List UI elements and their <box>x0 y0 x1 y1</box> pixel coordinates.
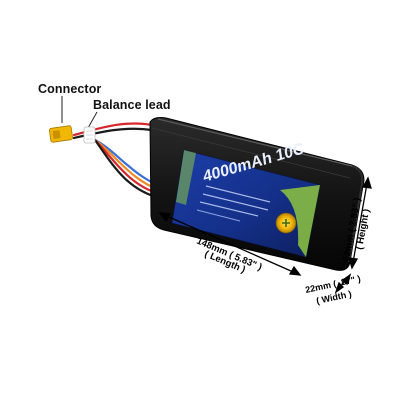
balance-lead-callout: Balance lead <box>93 98 171 112</box>
battery-label <box>171 149 321 258</box>
connector-callout: Connector <box>38 82 102 96</box>
callout-leaders <box>61 96 98 129</box>
xt-connector <box>48 125 74 143</box>
width-dimension <box>334 273 352 294</box>
height-dimension <box>348 176 372 270</box>
balance-plug <box>83 126 96 144</box>
length-dimension <box>158 212 302 276</box>
